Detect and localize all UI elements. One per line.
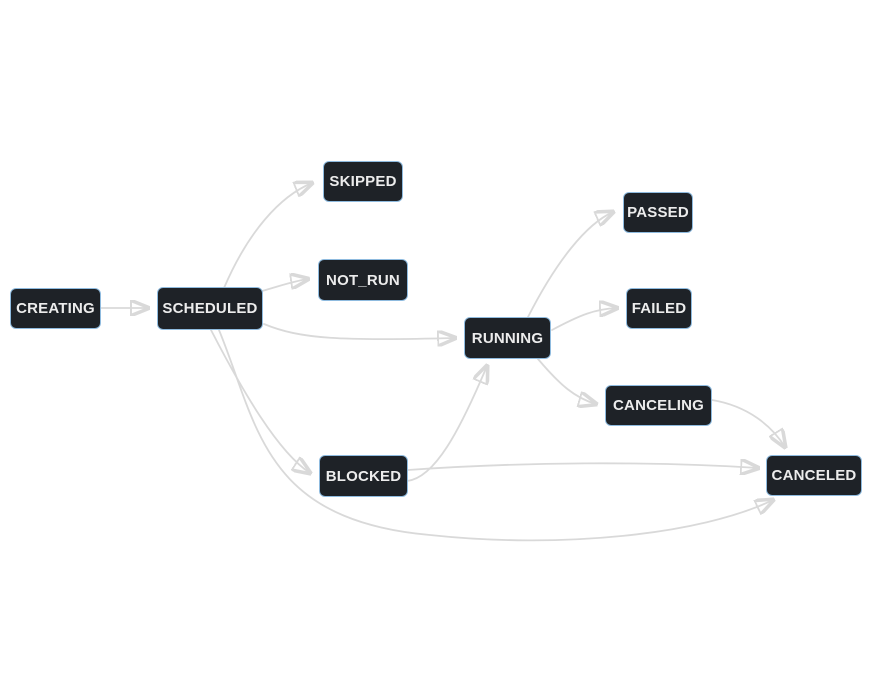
edge-running-to-failed: [551, 308, 617, 331]
edge-scheduled-to-running: [263, 323, 455, 339]
edge-canceling-to-canceled: [711, 399, 785, 447]
state-node-canceled[interactable]: CANCELED: [766, 455, 862, 496]
state-node-blocked[interactable]: BLOCKED: [319, 455, 408, 497]
edge-blocked-to-running: [406, 366, 487, 482]
edge-running-to-passed: [527, 212, 613, 318]
state-node-failed[interactable]: FAILED: [626, 288, 692, 329]
state-node-running[interactable]: RUNNING: [464, 317, 551, 359]
edge-running-to-canceling: [537, 358, 596, 404]
edge-scheduled-to-blocked: [210, 329, 310, 473]
edge-blocked-to-canceled: [407, 463, 758, 470]
state-node-skipped[interactable]: SKIPPED: [323, 161, 403, 202]
state-node-scheduled[interactable]: SCHEDULED: [157, 287, 263, 330]
state-node-creating[interactable]: CREATING: [10, 288, 101, 329]
edge-scheduled-to-canceled: [218, 329, 773, 542]
state-node-passed[interactable]: PASSED: [623, 192, 693, 233]
edge-scheduled-to-skipped: [223, 183, 312, 289]
state-node-not-run[interactable]: NOT_RUN: [318, 259, 408, 301]
state-node-canceling[interactable]: CANCELING: [605, 385, 712, 426]
edge-scheduled-to-not-run: [261, 279, 308, 292]
